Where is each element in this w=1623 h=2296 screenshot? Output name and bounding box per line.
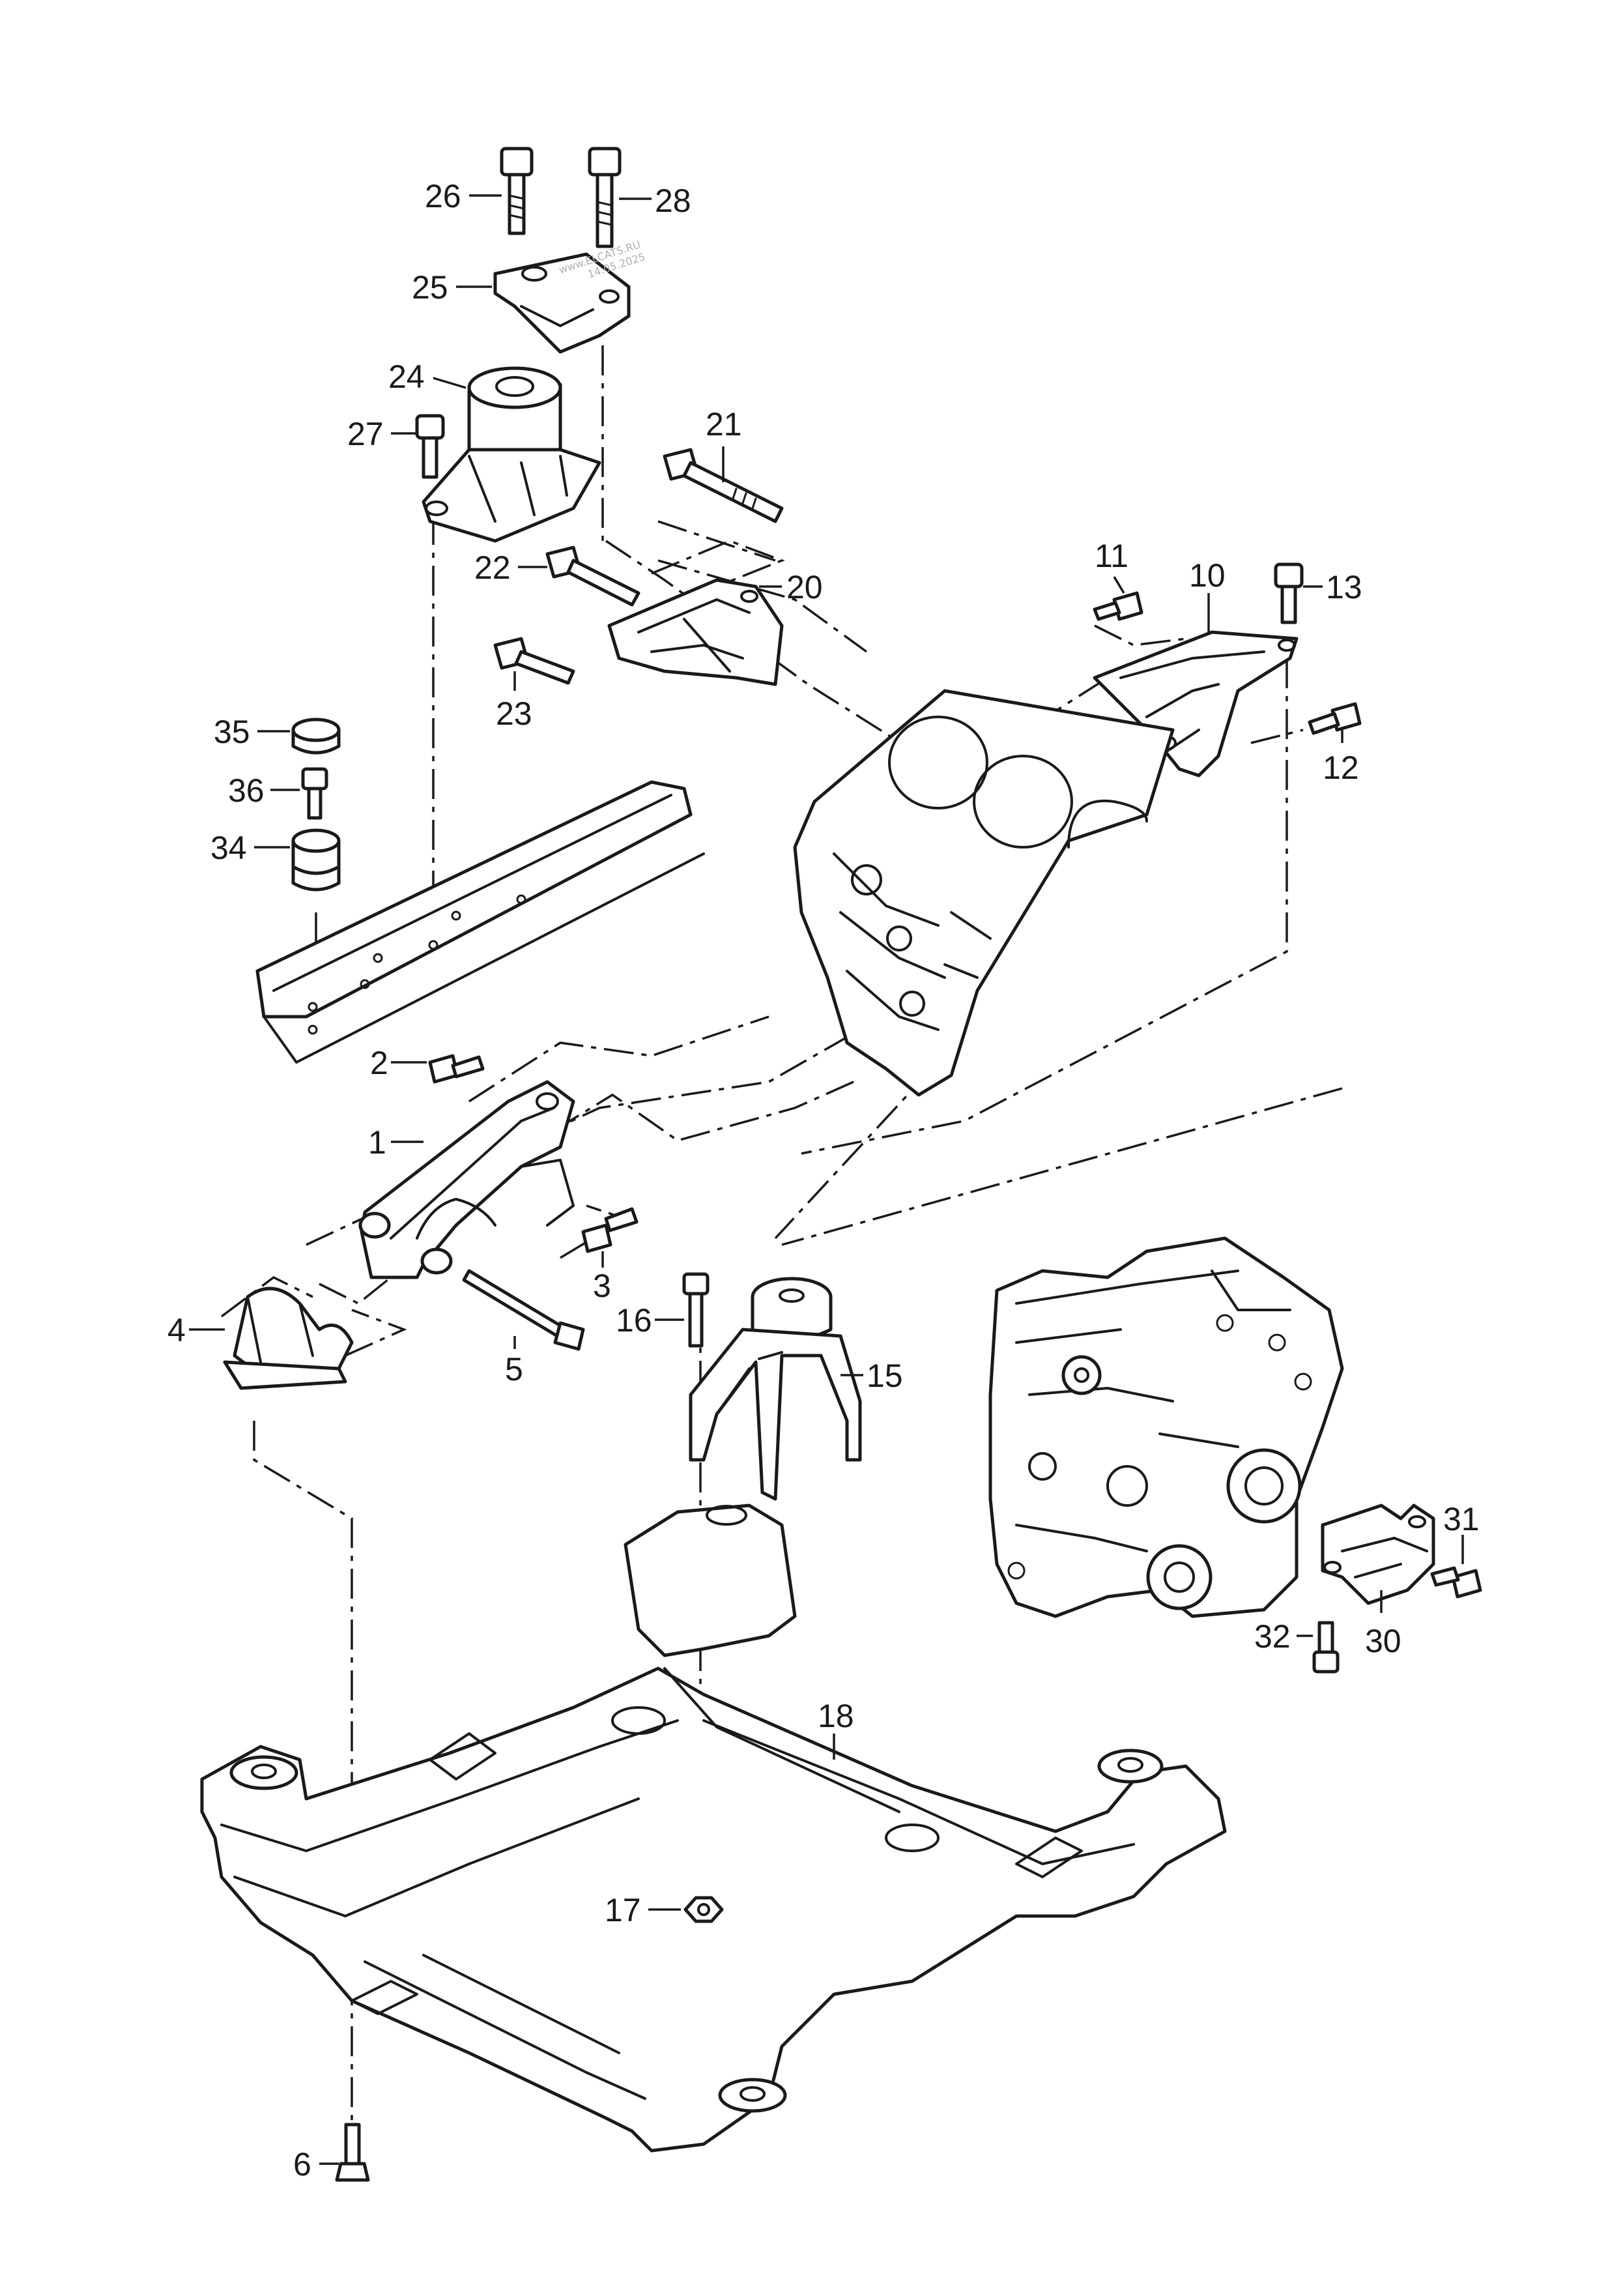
bolt-22-icon <box>545 545 640 607</box>
callout-12: 12 <box>1323 749 1359 786</box>
callout-16: 16 <box>616 1302 652 1339</box>
bolt-16-icon <box>682 1272 710 1348</box>
bolt-36-icon <box>301 767 328 820</box>
gearbox <box>988 1236 1344 1618</box>
mount-4 <box>223 1286 354 1390</box>
bolt-31-icon <box>1430 1566 1482 1599</box>
callout-32: 32 <box>1254 1618 1291 1655</box>
callout-20: 20 <box>786 569 823 605</box>
cap-35-icon <box>291 718 341 755</box>
rubber-bushing-34-icon <box>291 828 341 892</box>
bolt-2-icon <box>428 1054 485 1084</box>
torque-arm-1 <box>358 1080 575 1279</box>
callout-28: 28 <box>655 182 691 219</box>
callout-10: 10 <box>1189 557 1226 594</box>
callout-6: 6 <box>293 2146 311 2183</box>
bolt-11-icon <box>1093 591 1143 621</box>
bolt-26-icon <box>500 147 534 235</box>
callout-31: 31 <box>1443 1501 1480 1537</box>
bracket-20 <box>607 578 784 686</box>
bolt-6-icon <box>335 2123 370 2182</box>
bolt-28-icon <box>588 147 622 248</box>
bolt-13-icon <box>1274 562 1304 624</box>
engine-mount-upper <box>422 252 631 543</box>
bolt-27-icon <box>415 414 445 479</box>
callout-18: 18 <box>818 1698 854 1734</box>
callout-27: 27 <box>347 416 384 452</box>
bolt-3-icon <box>581 1207 639 1253</box>
bolt-5-icon <box>462 1269 585 1351</box>
callout-11: 11 <box>1095 538 1128 574</box>
bolt-12-icon <box>1308 702 1362 735</box>
callout-15: 15 <box>867 1358 903 1394</box>
callout-labels: 26 28 25 24 27 21 22 20 23 11 10 13 12 3… <box>167 178 1480 2183</box>
nut-17-icon <box>683 1896 724 1923</box>
callout-35: 35 <box>214 714 250 750</box>
bolt-21-icon <box>663 448 784 523</box>
callout-24: 24 <box>388 358 425 395</box>
callout-1: 1 <box>368 1124 386 1161</box>
mount-30 <box>1321 1504 1435 1605</box>
engine-block <box>793 689 1175 1097</box>
callout-4: 4 <box>167 1312 186 1348</box>
callout-leaders <box>189 194 1464 2165</box>
mount-15 <box>689 1277 862 1501</box>
callout-5: 5 <box>505 1351 523 1388</box>
callout-30: 30 <box>1365 1623 1401 1659</box>
bolt-23-icon <box>493 637 575 685</box>
callout-25: 25 <box>412 269 448 306</box>
callout-26: 26 <box>425 178 461 214</box>
callout-3: 3 <box>593 1268 611 1304</box>
callout-36: 36 <box>228 772 265 809</box>
callout-23: 23 <box>496 695 532 732</box>
callout-22: 22 <box>474 549 511 586</box>
callout-34: 34 <box>210 830 247 866</box>
callout-13: 13 <box>1326 569 1362 605</box>
side-member <box>255 780 705 1064</box>
callout-2: 2 <box>370 1045 388 1081</box>
callout-17: 17 <box>605 1892 641 1928</box>
callout-21: 21 <box>706 406 742 443</box>
bolt-32-icon <box>1312 1621 1340 1674</box>
